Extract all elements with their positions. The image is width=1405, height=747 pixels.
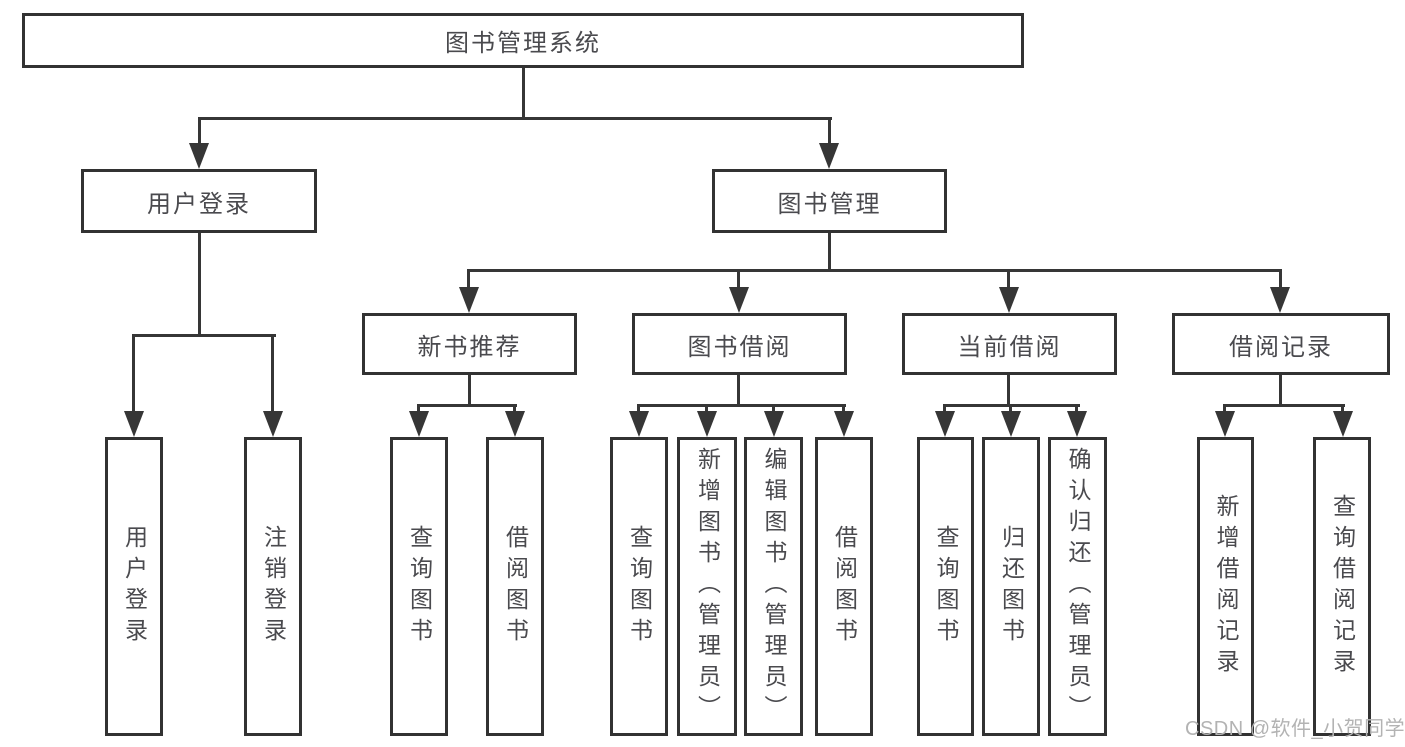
leaf-label: 确认归还（管理员） [1065,447,1091,726]
leaf-return-book: 归还图书 [982,437,1040,736]
connector-line [1279,375,1282,406]
arrowhead-down-icon [1067,411,1087,437]
node-current-borrowing: 当前借阅 [902,313,1117,375]
connector-line [132,334,135,413]
arrowhead-down-icon [697,411,717,437]
node-label: 当前借阅 [957,333,1062,361]
connector-line [705,404,708,413]
leaf-label: 查询图书 [933,524,959,649]
leaf-label: 查询图书 [626,524,653,649]
arrowhead-down-icon [819,143,839,169]
arrowhead-down-icon [263,411,283,437]
leaf-query-books-recommend: 查询图书 [390,437,448,736]
connector-line [1075,404,1078,413]
node-label: 图书管理 [777,190,882,218]
leaf-label: 归还图书 [998,524,1025,649]
leaf-label: 编辑图书（管理员） [761,447,787,726]
leaf-label: 用户登录 [121,524,148,649]
node-label: 用户登录 [147,190,251,218]
arrowhead-down-icon [409,411,429,437]
leaf-label: 查询借阅记录 [1329,493,1356,680]
csdn-watermark: CSDN @软件_小贺同学 [1185,718,1405,740]
arrowhead-down-icon [629,411,649,437]
connector-line [417,404,517,407]
connector-line [198,117,832,120]
arrowhead-down-icon [1215,411,1235,437]
arrowhead-down-icon [459,287,479,313]
connector-line [637,404,846,407]
leaf-borrow-books-recommend: 借阅图书 [486,437,544,736]
node-label: 图书管理系统 [445,30,601,57]
arrowhead-down-icon [729,287,749,313]
connector-line [1279,269,1282,289]
arrowhead-down-icon [1001,411,1021,437]
connector-line [637,404,640,413]
connector-line [1341,404,1344,413]
connector-line [522,66,525,119]
connector-line [513,404,516,413]
node-user-login: 用户登录 [81,169,317,233]
connector-line [198,233,201,336]
connector-line [737,375,740,406]
arrowhead-down-icon [505,411,525,437]
arrowhead-down-icon [189,143,209,169]
leaf-label: 新增图书（管理员） [694,447,721,726]
leaf-edit-book-admin: 编辑图书（管理员） [744,437,803,736]
arrowhead-down-icon [124,411,144,437]
leaf-label: 借阅图书 [831,524,858,649]
arrowhead-down-icon [935,411,955,437]
arrowhead-down-icon [764,411,784,437]
connector-line [737,269,740,289]
leaf-query-books-borrow: 查询图书 [610,437,668,736]
connector-line [1007,375,1010,406]
connector-line [1223,404,1226,413]
connector-line [828,117,831,145]
connector-line [468,375,471,406]
node-book-borrowing: 图书借阅 [632,313,847,375]
connector-line [842,404,845,413]
leaf-query-borrow-record: 查询借阅记录 [1313,437,1371,736]
connector-line [198,117,201,145]
arrowhead-down-icon [1270,287,1290,313]
node-library-management-system: 图书管理系统 [22,13,1024,68]
connector-line [467,269,470,289]
connector-line [1223,404,1345,407]
arrowhead-down-icon [999,287,1019,313]
leaf-add-book-admin: 新增图书（管理员） [677,437,737,736]
leaf-label: 注销登录 [260,524,287,649]
leaf-add-borrow-record: 新增借阅记录 [1197,437,1254,736]
node-borrowing-records: 借阅记录 [1172,313,1390,375]
node-label: 图书借阅 [687,333,792,361]
node-label: 新书推荐 [417,333,522,361]
connector-line [772,404,775,413]
leaf-label: 查询图书 [406,524,433,649]
connector-line [467,269,1282,272]
connector-line [943,404,946,413]
arrowhead-down-icon [834,411,854,437]
leaf-logout: 注销登录 [244,437,302,736]
leaf-confirm-return-admin: 确认归还（管理员） [1048,437,1107,736]
leaf-label: 借阅图书 [502,524,529,649]
leaf-borrow-books: 借阅图书 [815,437,873,736]
leaf-query-books-current: 查询图书 [917,437,974,736]
node-book-management: 图书管理 [712,169,947,233]
node-new-book-recommend: 新书推荐 [362,313,577,375]
connector-line [132,334,276,337]
connector-line [271,334,274,413]
leaf-user-login: 用户登录 [105,437,163,736]
arrowhead-down-icon [1333,411,1353,437]
connector-line [417,404,420,413]
leaf-label: 新增借阅记录 [1213,493,1239,680]
connector-line [1007,269,1010,289]
connector-line [828,233,831,271]
node-label: 借阅记录 [1229,333,1333,361]
connector-line [1009,404,1012,413]
